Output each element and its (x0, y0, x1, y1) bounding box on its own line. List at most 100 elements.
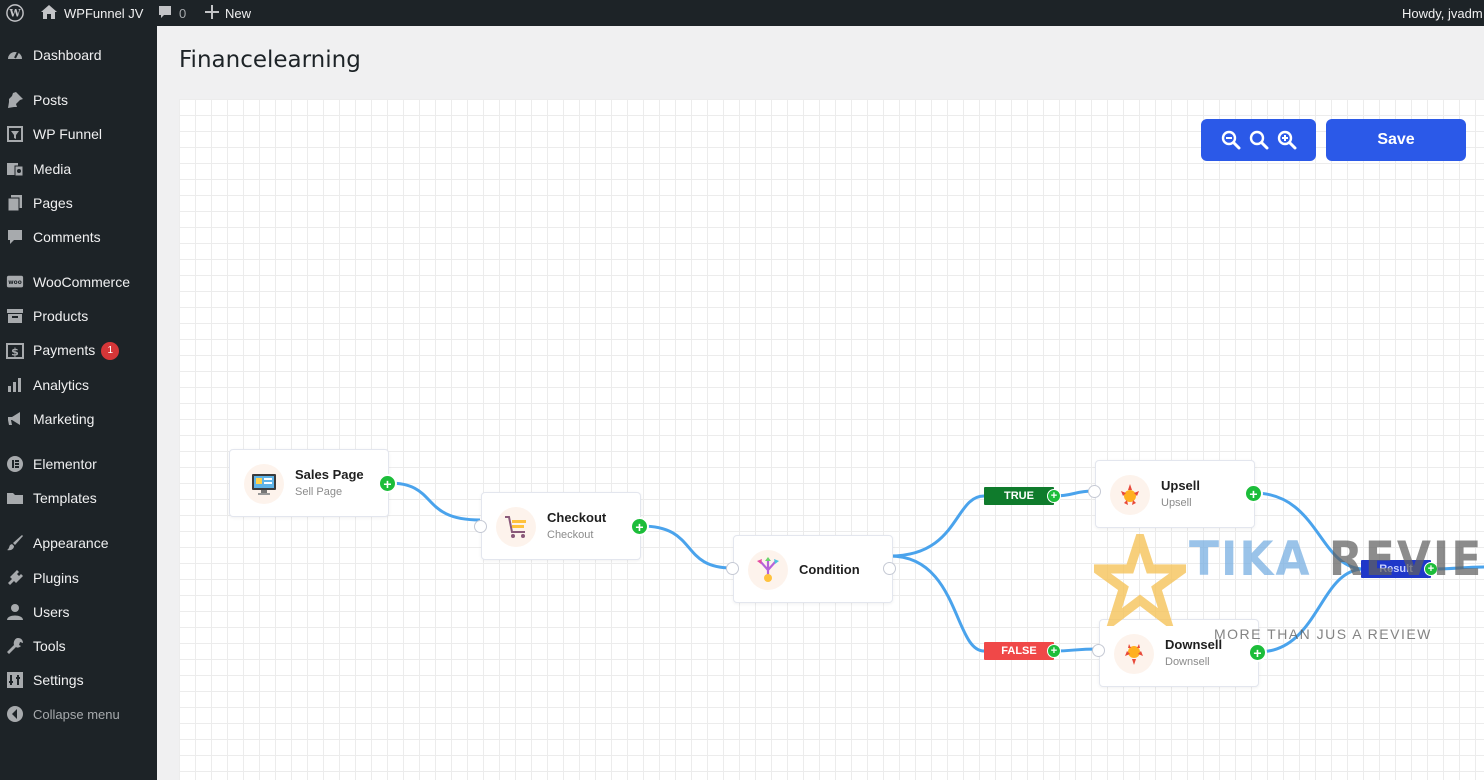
media-icon (6, 160, 24, 178)
edge-downsell-to-result (1257, 567, 1365, 654)
add-step-button[interactable]: + (378, 474, 397, 493)
sidebar-item-tools[interactable]: Tools (0, 629, 157, 663)
zoom-reset-button[interactable] (1249, 130, 1269, 150)
node-checkout[interactable]: Checkout Checkout + (474, 492, 649, 560)
zoom-out-icon (1221, 130, 1240, 150)
sidebar-item-users[interactable]: Users (0, 595, 157, 629)
admin-bar: W WPFunnel JV 0 New Howdy, jvadm (0, 0, 1484, 26)
input-port[interactable] (1088, 485, 1101, 498)
true-label: TRUE (1004, 490, 1034, 502)
result-label: Result (1379, 563, 1413, 575)
add-step-button[interactable]: + (1248, 643, 1267, 662)
sidebar-item-products[interactable]: Products (0, 299, 157, 333)
collapse-menu-button[interactable]: Collapse menu (0, 697, 157, 731)
sidebar-item-label: Dashboard (33, 47, 102, 63)
node-sales-page[interactable]: Sales Page Sell Page + (229, 449, 397, 517)
admin-sidebar: Dashboard Posts WP Funnel Media Pages Co… (0, 26, 157, 780)
input-port[interactable] (1092, 644, 1105, 657)
comments-count: 0 (179, 5, 187, 21)
save-button[interactable]: Save (1326, 119, 1466, 161)
true-branch-tag[interactable]: TRUE + (984, 487, 1061, 505)
node-upsell[interactable]: Upsell Upsell + (1088, 460, 1263, 528)
node-title: Downsell (1165, 637, 1223, 652)
bar-chart-icon (6, 376, 24, 394)
false-branch-tag[interactable]: FALSE + (984, 642, 1061, 660)
node-title: Upsell (1161, 478, 1201, 493)
zoom-reset-icon (1249, 130, 1268, 150)
sidebar-item-appearance[interactable]: Appearance (0, 526, 157, 560)
node-condition[interactable]: Condition (726, 535, 896, 603)
sidebar-item-settings[interactable]: Settings (0, 663, 157, 697)
sidebar-item-label: Plugins (33, 570, 79, 586)
sidebar-item-woocommerce[interactable]: woo WooCommerce (0, 265, 157, 299)
account-menu[interactable]: Howdy, jvadm (1402, 0, 1483, 26)
input-port[interactable] (726, 562, 739, 575)
edge-sales-to-checkout (388, 481, 481, 522)
sidebar-item-label: WP Funnel (33, 126, 102, 142)
sidebar-item-label: Users (33, 604, 70, 620)
page-title: Financelearning (179, 47, 361, 73)
pin-icon (6, 91, 24, 109)
zoom-out-button[interactable] (1221, 130, 1241, 150)
sidebar-item-pages[interactable]: Pages (0, 186, 157, 220)
node-subtitle: Sell Page (295, 486, 343, 498)
site-name-link[interactable]: WPFunnel JV (40, 0, 143, 26)
sidebar-item-posts[interactable]: Posts (0, 83, 157, 117)
wordpress-logo-icon[interactable]: W (6, 0, 24, 26)
add-result-step-button[interactable]: + (1424, 562, 1438, 576)
elementor-icon (6, 455, 24, 473)
site-name: WPFunnel JV (64, 5, 144, 21)
collapse-arrow-icon (6, 705, 24, 723)
sidebar-item-marketing[interactable]: Marketing (0, 402, 157, 436)
sidebar-item-analytics[interactable]: Analytics (0, 368, 157, 402)
archive-icon (6, 307, 24, 325)
sidebar-item-templates[interactable]: Templates (0, 481, 157, 515)
checkout-cart-icon (496, 507, 536, 547)
plus-icon (205, 4, 219, 22)
new-content-link[interactable]: New (205, 0, 251, 26)
node-title: Condition (799, 562, 860, 577)
wrench-icon (6, 637, 24, 655)
add-true-step-button[interactable]: + (1047, 489, 1061, 503)
zoom-in-button[interactable] (1277, 130, 1297, 150)
edge-condition-to-true (889, 494, 985, 558)
sidebar-item-media[interactable]: Media (0, 152, 157, 186)
funnel-icon (6, 125, 24, 143)
node-title: Sales Page (295, 467, 364, 482)
add-step-button[interactable]: + (630, 517, 649, 536)
notification-badge: 1 (101, 342, 120, 361)
sidebar-item-label: Pages (33, 195, 73, 211)
sales-page-icon (244, 464, 284, 504)
sidebar-item-label: Elementor (33, 456, 97, 472)
edge-upsell-to-result (1253, 491, 1365, 571)
comments-link[interactable]: 0 (157, 0, 186, 26)
edge-condition-to-false (889, 554, 985, 653)
dashboard-icon (6, 46, 24, 64)
sidebar-item-label: Appearance (33, 535, 109, 551)
comment-icon (6, 228, 24, 246)
input-port[interactable] (474, 520, 487, 533)
sidebar-item-dashboard[interactable]: Dashboard (0, 38, 157, 72)
sidebar-item-wp-funnel[interactable]: WP Funnel (0, 117, 157, 151)
svg-text:woo: woo (8, 280, 21, 286)
result-tag[interactable]: Result + (1361, 560, 1438, 578)
sidebar-item-label: Settings (33, 672, 84, 688)
zoom-in-icon (1277, 130, 1296, 150)
sidebar-item-plugins[interactable]: Plugins (0, 561, 157, 595)
upsell-icon (1110, 475, 1150, 515)
funnel-edges (388, 481, 1484, 654)
funnel-canvas[interactable]: Save Sales Page Sell Page + Checkout Che… (179, 99, 1484, 780)
sidebar-item-comments[interactable]: Comments (0, 220, 157, 254)
node-title: Checkout (547, 510, 607, 525)
node-downsell[interactable]: Downsell Downsell + (1092, 619, 1267, 687)
pages-icon (6, 194, 24, 212)
sidebar-item-label: Media (33, 161, 72, 177)
svg-text:$: $ (11, 346, 19, 359)
sidebar-item-elementor[interactable]: Elementor (0, 447, 157, 481)
output-port[interactable] (883, 562, 896, 575)
add-false-step-button[interactable]: + (1047, 644, 1061, 658)
add-step-button[interactable]: + (1244, 484, 1263, 503)
megaphone-icon (6, 410, 24, 428)
home-icon (40, 4, 58, 23)
